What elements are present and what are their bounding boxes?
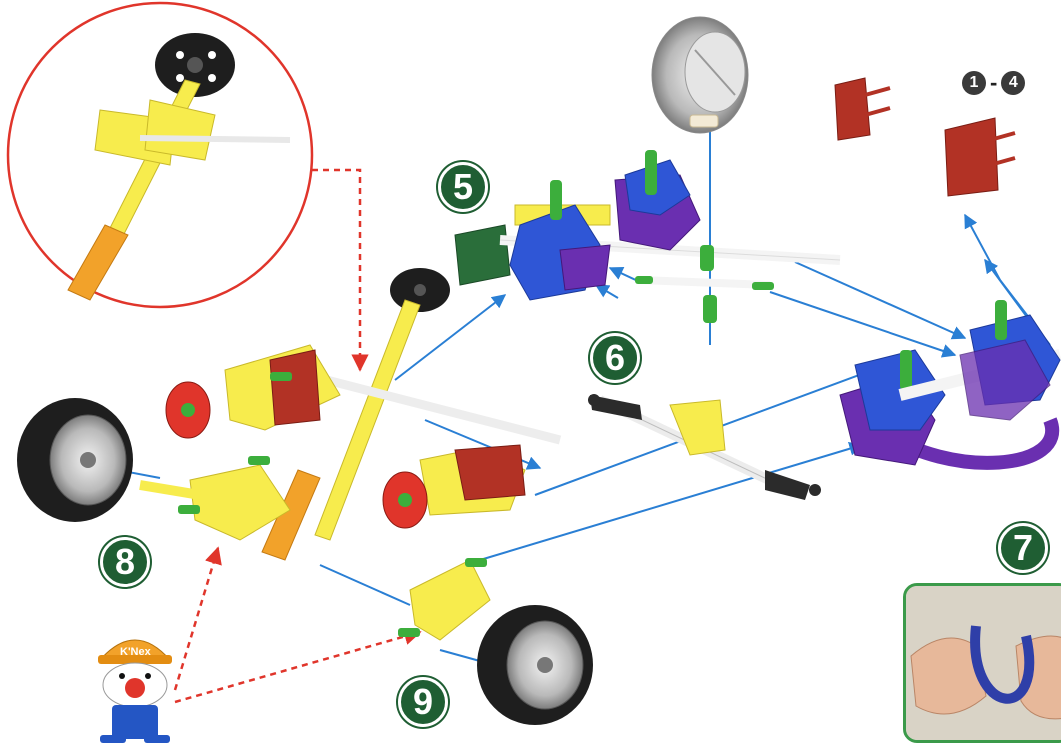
guide-lines (173, 168, 422, 704)
step-range-separator: - (990, 70, 998, 95)
hubcap-part (651, 16, 749, 134)
mascot-icon: K'Nex (98, 639, 172, 743)
chassis-assembly (139, 268, 562, 641)
step7-assembly (839, 300, 1061, 470)
step-badge-7: 7 (998, 523, 1048, 573)
hand-bending-tube-photo (903, 583, 1061, 743)
red-connectors (834, 77, 1016, 197)
step-badge-8: 8 (100, 537, 150, 587)
step-badge-5: 5 (438, 162, 488, 212)
assembly-arrows (73, 98, 1056, 670)
step-range-end: 4 (1001, 71, 1026, 95)
step-range-start: 1 (962, 71, 986, 95)
wheel-icon-right (477, 605, 593, 725)
wheel-icon-left (17, 398, 133, 522)
step-badge-9: 9 (398, 677, 448, 727)
step-range-indicator: 1 - 4 (962, 70, 1026, 96)
step5-assembly (454, 150, 841, 323)
step6-assembly (588, 394, 821, 500)
mascot-cap-label: K'Nex (120, 646, 152, 658)
small-clip (689, 114, 719, 128)
zoom-circle (6, 1, 314, 309)
step-badge-6: 6 (590, 333, 640, 383)
